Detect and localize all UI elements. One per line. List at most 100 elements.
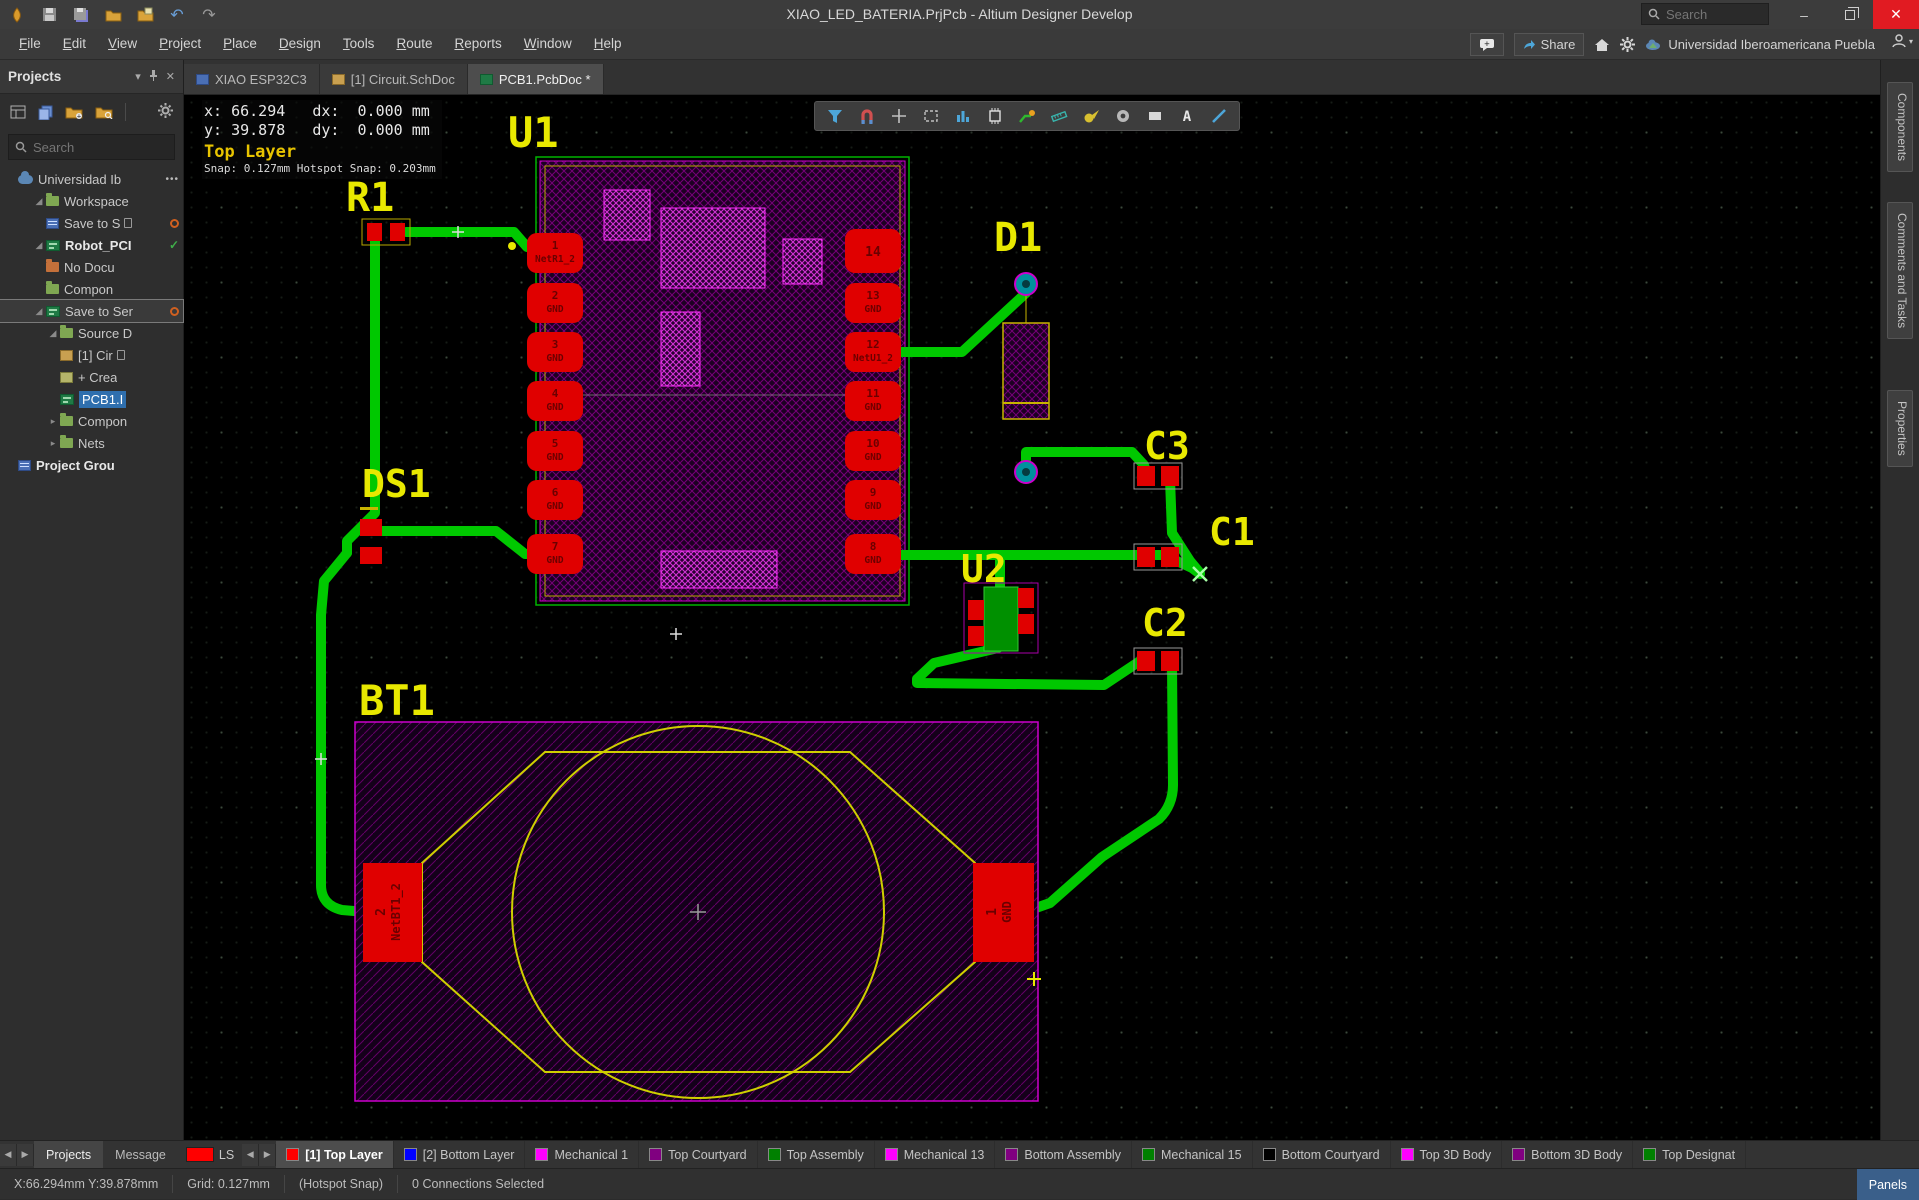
search-input[interactable] xyxy=(1666,6,1756,22)
layer-tab-bottom-courtyard[interactable]: Bottom Courtyard xyxy=(1253,1140,1391,1169)
panel-close-icon[interactable]: ✕ xyxy=(165,71,175,83)
tab-comments-and-tasks[interactable]: Comments and Tasks xyxy=(1887,202,1913,340)
panel-tab-prev-icon[interactable]: ◀ xyxy=(0,1143,17,1166)
projects-search-box[interactable] xyxy=(8,134,175,160)
expand-icon[interactable]: ◢ xyxy=(35,239,43,250)
layer-tab-mechanical-1[interactable]: Mechanical 1 xyxy=(525,1140,640,1169)
filter-icon[interactable] xyxy=(821,104,849,128)
menu-design[interactable]: Design xyxy=(278,36,321,51)
gear-icon[interactable] xyxy=(1620,37,1636,52)
bottom-tab-projects[interactable]: Projects xyxy=(34,1140,104,1169)
tree-item-components-folder[interactable]: Compon xyxy=(0,278,183,300)
copy-documents-icon[interactable] xyxy=(38,105,53,120)
tree-item-workspace-root[interactable]: Universidad Ib ••• xyxy=(0,168,183,190)
layer-tab-top-designator[interactable]: Top Designat xyxy=(1633,1140,1747,1169)
bottom-tab-message[interactable]: Message xyxy=(115,1147,166,1162)
tree-item-project-group[interactable]: Project Grou xyxy=(0,454,183,476)
comment-button[interactable]: + xyxy=(1469,33,1504,56)
expand-icon[interactable]: ◢ xyxy=(49,327,57,338)
collapse-icon[interactable]: ▸ xyxy=(50,415,56,426)
tree-item-robot-pcb-project[interactable]: ◢ Robot_PCI ✓ xyxy=(0,234,183,256)
restore-button[interactable] xyxy=(1827,0,1873,29)
global-search-box[interactable] xyxy=(1641,3,1769,25)
tab-components[interactable]: Components xyxy=(1887,82,1913,173)
component-ds1[interactable] xyxy=(360,507,382,564)
menu-project[interactable]: Project xyxy=(159,36,202,51)
component-c1[interactable] xyxy=(1133,543,1183,571)
more-options-icon[interactable]: ••• xyxy=(165,173,179,185)
menu-route[interactable]: Route xyxy=(396,36,433,51)
panel-dropdown-icon[interactable]: ▾ xyxy=(135,71,141,83)
menu-reports[interactable]: Reports xyxy=(454,36,502,51)
undo-icon[interactable]: ↶ xyxy=(170,6,184,24)
panel-pin-icon[interactable] xyxy=(149,69,158,84)
open-document-icon[interactable] xyxy=(134,5,156,25)
tab-xiao-esp32c3[interactable]: XIAO ESP32C3 xyxy=(184,64,320,94)
pad-stack-icon[interactable] xyxy=(949,104,977,128)
tree-item-nets[interactable]: ▸ Nets xyxy=(0,432,183,454)
layer-scroll-right-icon[interactable]: ▶ xyxy=(259,1143,277,1166)
via-icon[interactable] xyxy=(1109,104,1137,128)
workspace-name[interactable]: Universidad Iberoamericana Puebla xyxy=(1645,37,1875,52)
save-all-icon[interactable] xyxy=(70,5,92,25)
component-icon[interactable] xyxy=(981,104,1009,128)
layer-tab-mechanical-15[interactable]: Mechanical 15 xyxy=(1132,1140,1253,1169)
menu-tools[interactable]: Tools xyxy=(342,36,375,51)
component-bt1[interactable]: 2 NetBT1_2 1 GND xyxy=(354,721,1041,1102)
standards-icon[interactable] xyxy=(10,105,26,119)
component-d1[interactable] xyxy=(1002,272,1050,484)
redo-icon[interactable]: ↷ xyxy=(202,6,216,24)
tree-item-save-to-server-project[interactable]: ◢ Save to Ser xyxy=(0,299,184,323)
string-icon[interactable]: A xyxy=(1173,104,1201,128)
tab-pcb1-pcbdoc[interactable]: PCB1.PcbDoc * xyxy=(467,64,604,94)
expand-icon[interactable]: ◢ xyxy=(35,305,43,316)
expand-icon[interactable]: ◢ xyxy=(35,195,43,206)
menu-place[interactable]: Place xyxy=(223,36,257,51)
tree-item-save-to-server[interactable]: Save to S xyxy=(0,212,183,234)
minimize-button[interactable]: – xyxy=(1800,6,1808,23)
layer-set-selector[interactable]: LS xyxy=(178,1141,242,1169)
measure-icon[interactable] xyxy=(1045,104,1073,128)
component-r1[interactable] xyxy=(361,218,516,250)
layer-tab-top-courtyard[interactable]: Top Courtyard xyxy=(639,1140,758,1169)
tab-properties[interactable]: Properties xyxy=(1887,390,1913,467)
panel-settings-gear-icon[interactable] xyxy=(158,103,173,118)
layer-scroll-left-icon[interactable]: ◀ xyxy=(242,1143,260,1166)
tree-item-create-new[interactable]: + Crea xyxy=(0,366,183,388)
interactive-route-icon[interactable] xyxy=(1013,104,1041,128)
component-c2[interactable] xyxy=(1133,647,1183,675)
snap-magnet-icon[interactable] xyxy=(853,104,881,128)
component-c3[interactable] xyxy=(1133,462,1183,490)
layer-tab-mechanical-13[interactable]: Mechanical 13 xyxy=(875,1140,996,1169)
layer-tab-top-layer[interactable]: [1] Top Layer xyxy=(276,1140,394,1169)
save-icon[interactable] xyxy=(38,5,60,25)
tree-item-no-documents[interactable]: No Docu xyxy=(0,256,183,278)
layer-tab-bottom-layer[interactable]: [2] Bottom Layer xyxy=(394,1140,526,1169)
component-u2[interactable] xyxy=(963,582,1039,654)
tree-item-source-documents[interactable]: ◢ Source D xyxy=(0,322,183,344)
select-area-icon[interactable] xyxy=(917,104,945,128)
open-folder-icon[interactable] xyxy=(102,5,124,25)
tree-item-workspace-folder[interactable]: ◢ Workspace xyxy=(0,190,183,212)
crosshair-icon[interactable] xyxy=(885,104,913,128)
collapse-icon[interactable]: ▸ xyxy=(50,437,56,448)
folder-add-icon[interactable]: + xyxy=(65,105,83,119)
layer-tab-top-3d-body[interactable]: Top 3D Body xyxy=(1391,1140,1503,1169)
tree-item-components[interactable]: ▸ Compon xyxy=(0,410,183,432)
share-button[interactable]: Share xyxy=(1513,33,1585,56)
menu-window[interactable]: Window xyxy=(523,36,572,51)
menu-file[interactable]: File xyxy=(19,36,41,51)
close-button[interactable]: ✕ xyxy=(1873,0,1919,29)
layer-tab-bottom-3d-body[interactable]: Bottom 3D Body xyxy=(1502,1140,1634,1169)
menu-edit[interactable]: Edit xyxy=(62,36,87,51)
tab-circuit-schdoc[interactable]: [1] Circuit.SchDoc xyxy=(319,64,468,94)
menu-help[interactable]: Help xyxy=(593,36,622,51)
layer-tab-bottom-assembly[interactable]: Bottom Assembly xyxy=(995,1140,1132,1169)
menu-view[interactable]: View xyxy=(108,36,138,51)
panel-tab-next-icon[interactable]: ▶ xyxy=(17,1143,34,1166)
panels-button[interactable]: Panels xyxy=(1856,1169,1919,1200)
fill-icon[interactable] xyxy=(1141,104,1169,128)
line-icon[interactable] xyxy=(1205,104,1233,128)
